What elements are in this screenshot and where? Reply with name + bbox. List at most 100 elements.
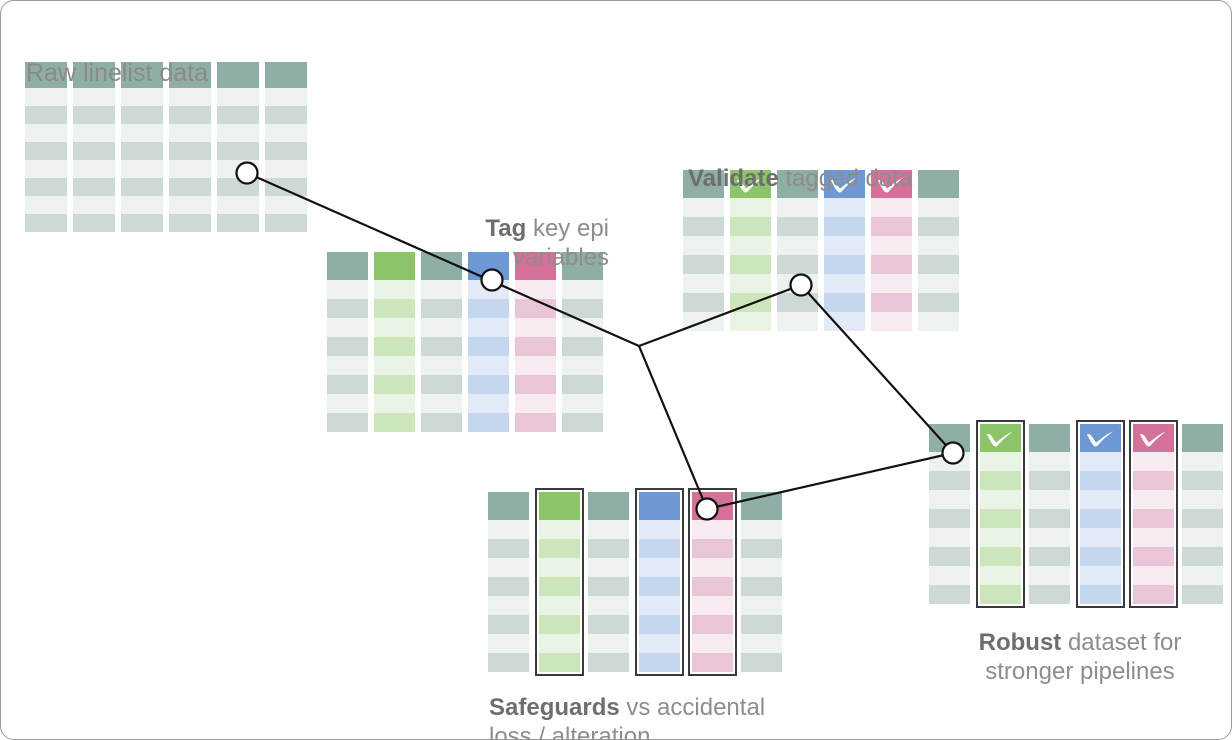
table-column-teal (217, 62, 259, 232)
table-row (929, 452, 970, 471)
table-row (692, 558, 733, 577)
table-column-blue-protected (1076, 420, 1125, 608)
table-row (1133, 490, 1174, 509)
table-row (488, 520, 529, 539)
table-row (1133, 528, 1174, 547)
table-row (692, 634, 733, 653)
table-row (692, 520, 733, 539)
table-row (374, 299, 415, 318)
table-row (777, 198, 818, 217)
column-header-cell (588, 492, 629, 520)
table-row (327, 280, 368, 299)
table-row (488, 539, 529, 558)
table-row (217, 142, 259, 160)
table-row (741, 520, 782, 539)
table-row (1133, 471, 1174, 490)
table-row (683, 217, 724, 236)
label-safeguards: Safeguards vs accidental loss / alterati… (489, 666, 819, 739)
label-validate-rest: tagged data (778, 165, 913, 193)
checkmark-icon (830, 177, 857, 193)
table-row (25, 124, 67, 142)
table-row (25, 106, 67, 124)
table-column-teal (265, 62, 307, 232)
table-row (683, 293, 724, 312)
table-row (824, 198, 865, 217)
table-row (539, 577, 580, 596)
table-row (918, 312, 959, 331)
table-row (588, 539, 629, 558)
table-row (929, 490, 970, 509)
checkmark-icon (1086, 431, 1113, 447)
column-header-cell (327, 252, 368, 280)
column-header-cell (639, 492, 680, 520)
table-column-green-protected (535, 488, 584, 676)
table-row (741, 577, 782, 596)
label-robust-bold: Robust (978, 629, 1062, 657)
table-row (515, 318, 556, 337)
table-row (1029, 471, 1070, 490)
table-row (73, 214, 115, 232)
table-row (692, 653, 733, 672)
table-row (562, 337, 603, 356)
table-row (588, 653, 629, 672)
column-header-cell (1080, 424, 1121, 452)
column-header-cell (169, 62, 211, 88)
table-row (777, 274, 818, 293)
table-row (539, 558, 580, 577)
table-row (169, 196, 211, 214)
table-row (918, 217, 959, 236)
table-row (374, 318, 415, 337)
table-row (1080, 547, 1121, 566)
table-row (1080, 528, 1121, 547)
table-row (1182, 547, 1223, 566)
table-row (421, 318, 462, 337)
table-row (741, 596, 782, 615)
table-row (683, 255, 724, 274)
table-row (824, 255, 865, 274)
table-row (824, 293, 865, 312)
table-row (169, 142, 211, 160)
table-column-teal (25, 62, 67, 232)
table-row (468, 337, 509, 356)
table-row (515, 413, 556, 432)
checkmark-icon (736, 177, 763, 193)
table-column-teal (683, 170, 724, 331)
table-row (121, 160, 163, 178)
table-row (639, 558, 680, 577)
table-column-blue (824, 170, 865, 331)
table-row (25, 142, 67, 160)
table-row (929, 528, 970, 547)
table-row (1029, 452, 1070, 471)
table-row (169, 124, 211, 142)
table-row (980, 566, 1021, 585)
table-row (1133, 566, 1174, 585)
table-column-teal (562, 252, 603, 432)
table-row (741, 615, 782, 634)
table-row (562, 356, 603, 375)
table-row (73, 196, 115, 214)
column-header-cell (918, 170, 959, 198)
table-row (588, 634, 629, 653)
table-row (871, 312, 912, 331)
table-row (683, 312, 724, 331)
table-row (871, 274, 912, 293)
table-safeguards (488, 488, 782, 676)
table-row (980, 490, 1021, 509)
table-row (515, 394, 556, 413)
table-row (265, 106, 307, 124)
table-row (1133, 509, 1174, 528)
column-header-cell (980, 424, 1021, 452)
table-row (421, 280, 462, 299)
table-column-teal (327, 252, 368, 432)
table-row (1029, 547, 1070, 566)
table-row (374, 337, 415, 356)
table-column-green-protected (976, 420, 1025, 608)
table-row (374, 280, 415, 299)
table-column-teal (741, 492, 782, 672)
table-row (692, 577, 733, 596)
table-row (639, 653, 680, 672)
table-row (265, 142, 307, 160)
table-row (588, 596, 629, 615)
column-header-cell (929, 424, 970, 452)
table-row (121, 142, 163, 160)
